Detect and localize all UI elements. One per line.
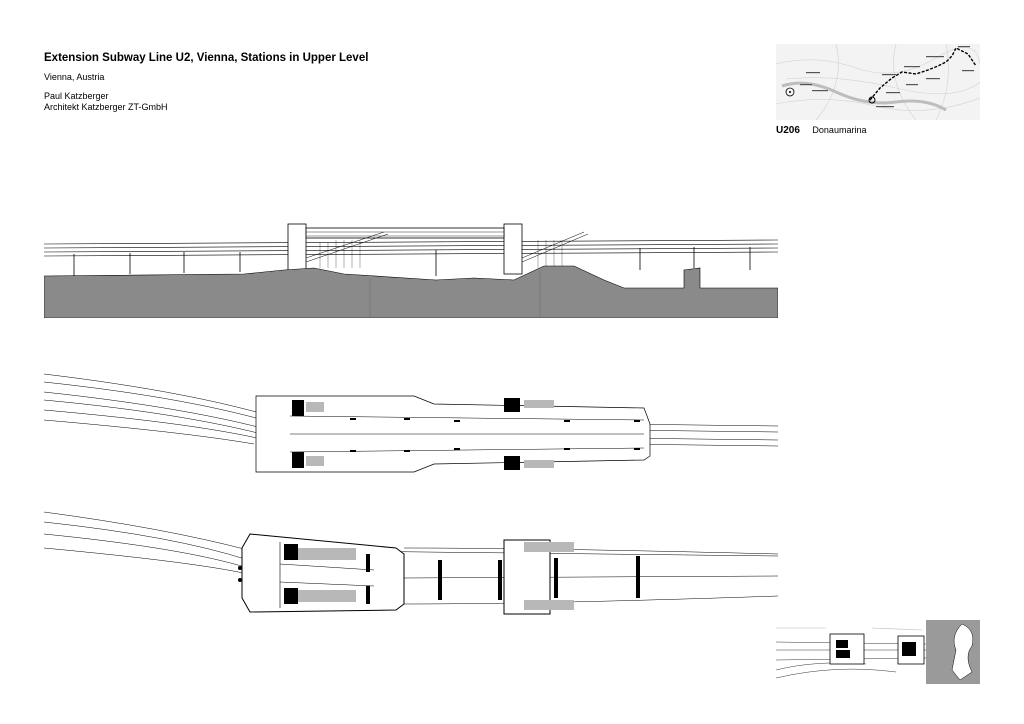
site-plan [776, 620, 980, 684]
author-block: Paul Katzberger Architekt Katzberger ZT-… [44, 91, 368, 113]
location-text: Vienna, Austria [44, 72, 105, 82]
architect-name: Paul Katzberger [44, 91, 109, 101]
key-map [776, 44, 980, 120]
station-code: U206 [776, 125, 800, 136]
key-map-drawing [776, 44, 980, 120]
site-plan-svg [776, 620, 980, 684]
plan-lower-svg [44, 511, 778, 615]
plan-upper-level [44, 368, 778, 488]
firm-name: Architekt Katzberger ZT-GmbH [44, 102, 168, 112]
title-block: Extension Subway Line U2, Vienna, Statio… [44, 52, 368, 113]
plan-upper-svg [44, 373, 778, 473]
station-label: U206 Donaumarina [776, 125, 866, 136]
elevation-drawing [44, 218, 778, 318]
page-title: Extension Subway Line U2, Vienna, Statio… [44, 52, 369, 64]
elevation-svg [44, 223, 778, 318]
plan-lower-level [44, 508, 778, 630]
station-name: Donaumarina [812, 125, 867, 135]
